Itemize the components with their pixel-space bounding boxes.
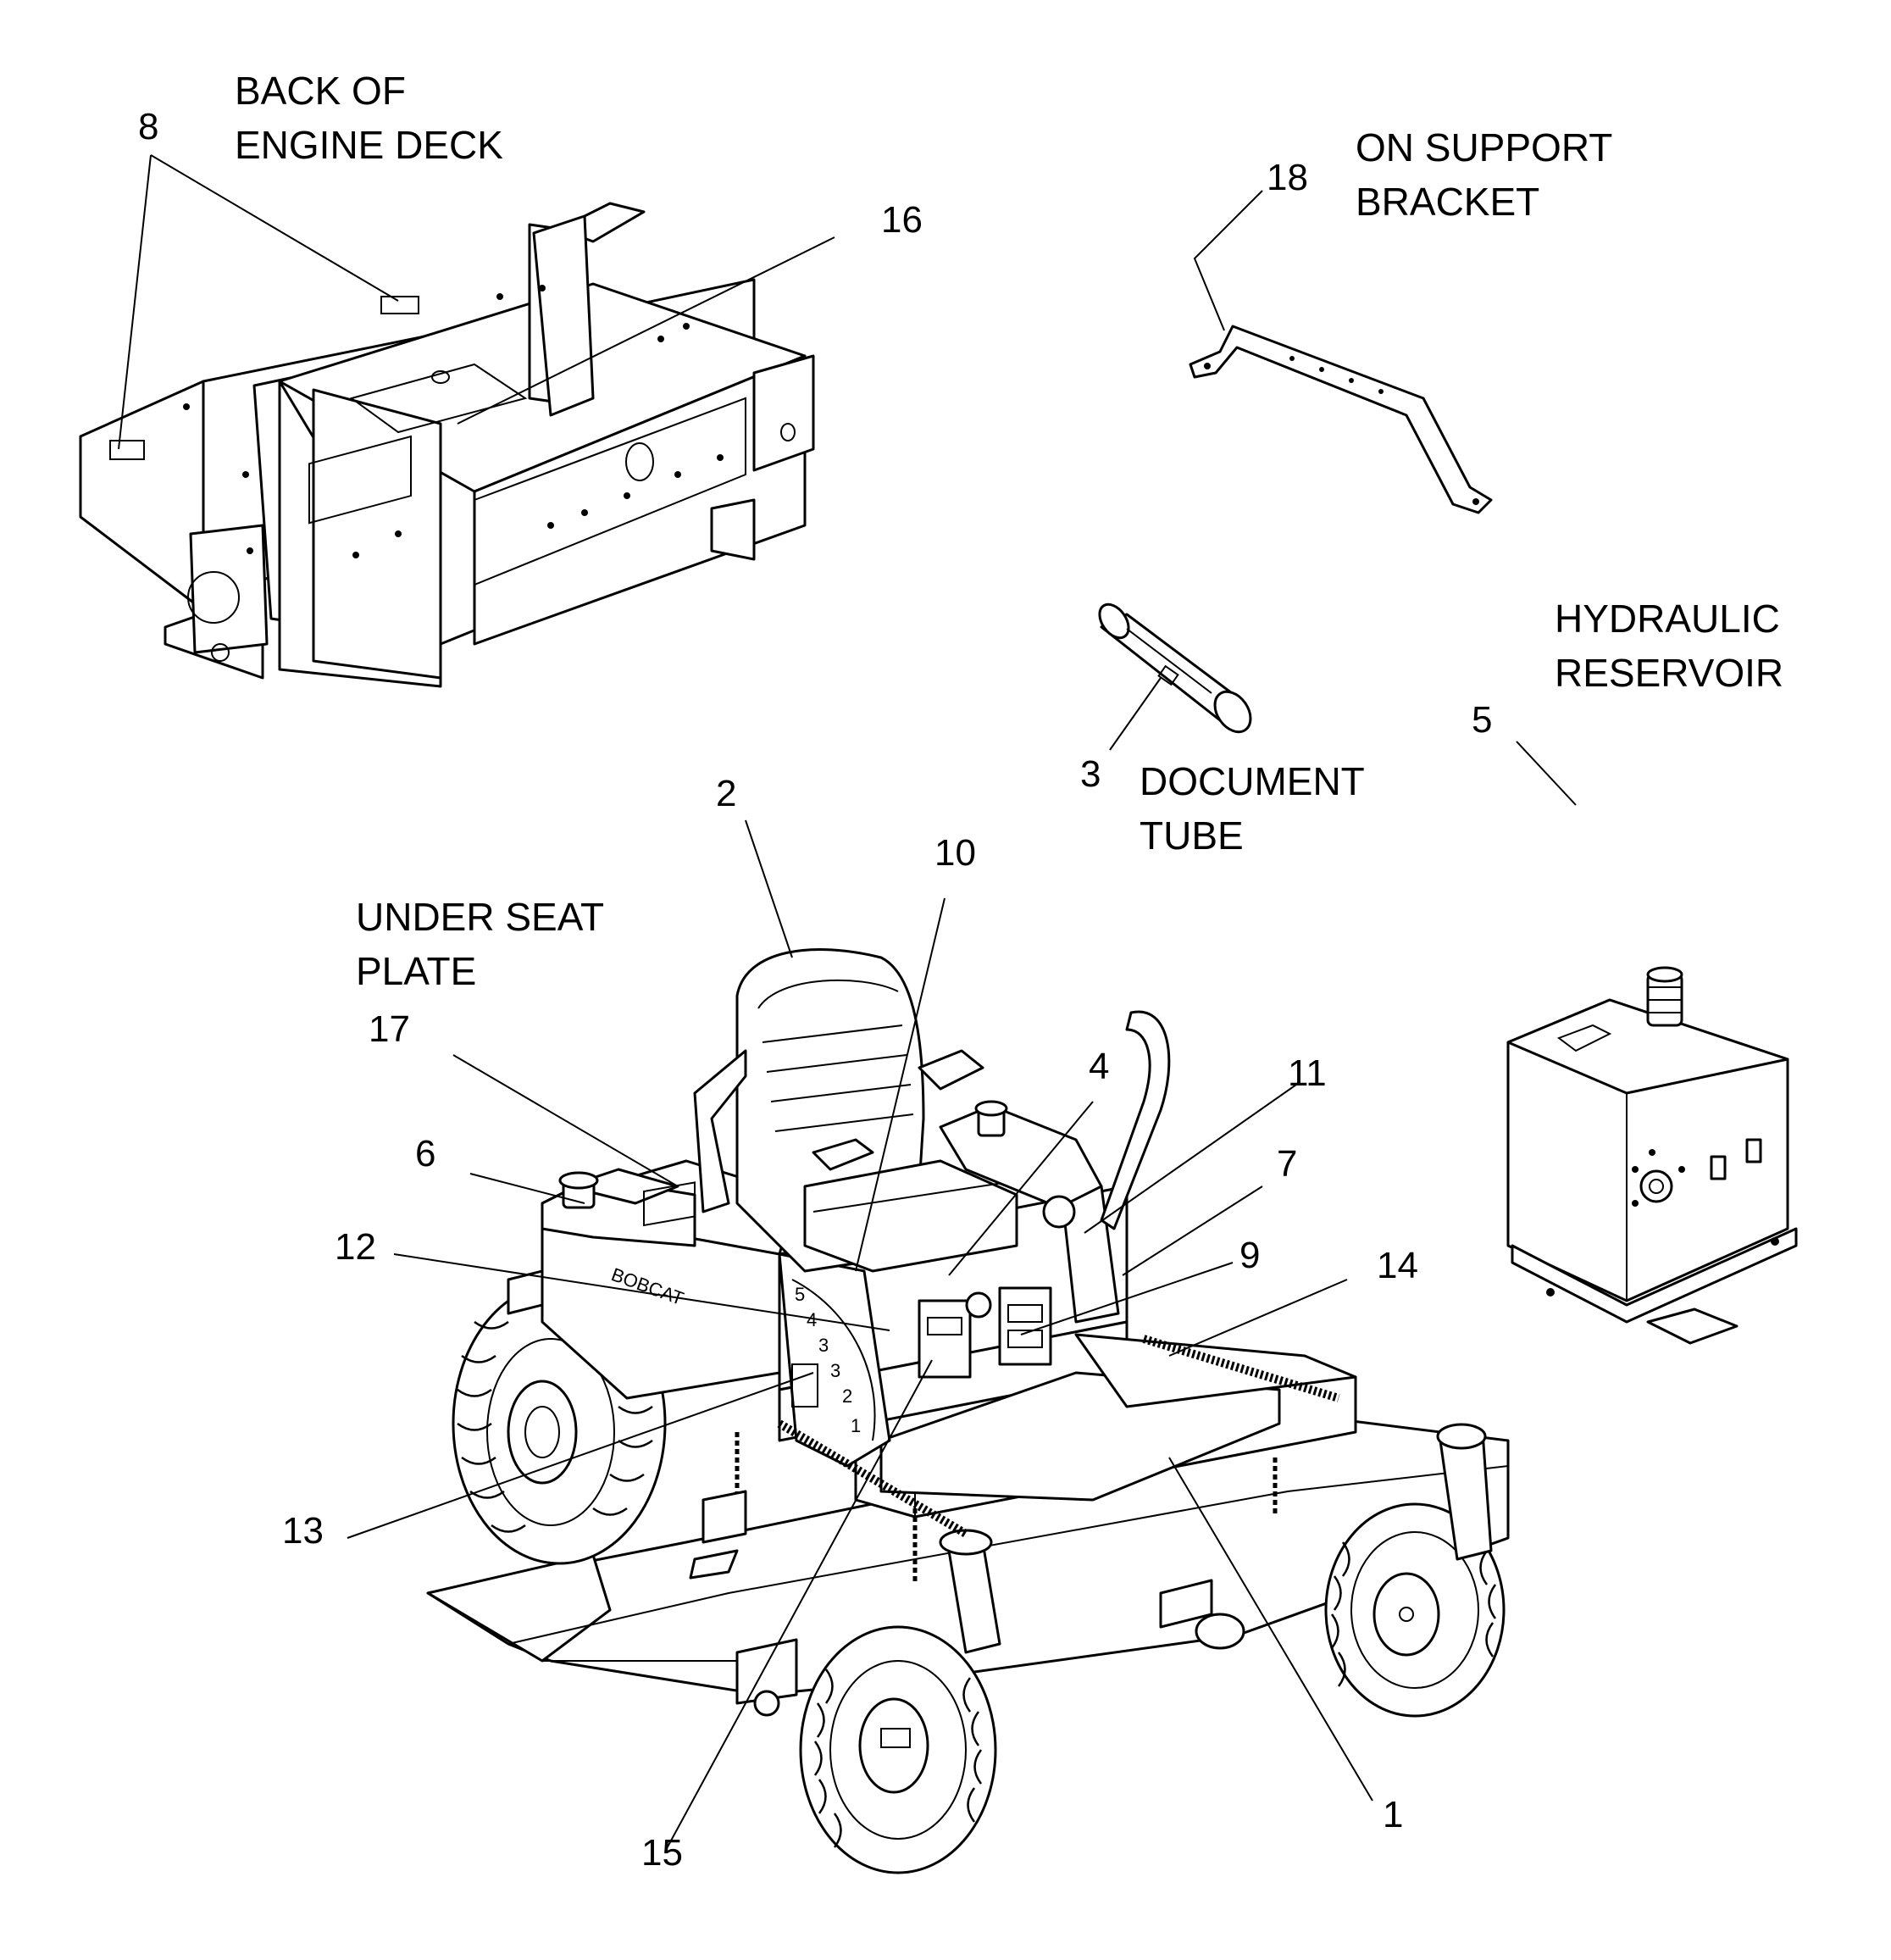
label-line-2: ENGINE DECK	[235, 123, 503, 168]
label-line-1: ON SUPPORT	[1356, 125, 1613, 169]
callout-8: 8	[138, 106, 159, 147]
svg-text:2: 2	[842, 1385, 852, 1407]
svg-text:1: 1	[851, 1415, 861, 1436]
label-line-1: HYDRAULIC	[1555, 597, 1780, 641]
svg-text:3: 3	[818, 1335, 829, 1356]
hydraulic-reservoir	[1506, 966, 1798, 1345]
callout-13: 13	[282, 1510, 324, 1552]
callout-2: 2	[716, 773, 737, 814]
svg-text:4: 4	[807, 1309, 817, 1330]
support-bracket	[1189, 325, 1493, 514]
callout-16: 16	[881, 199, 923, 241]
svg-text:3: 3	[830, 1360, 840, 1381]
callout-11: 11	[1288, 1052, 1327, 1094]
callout-18: 18	[1267, 157, 1308, 198]
document-tube	[1098, 602, 1252, 734]
callout-7: 7	[1277, 1143, 1298, 1185]
label-line-2: RESERVOIR	[1555, 651, 1784, 696]
callout-5: 5	[1472, 699, 1493, 741]
callout-15: 15	[641, 1832, 683, 1874]
leader-lines	[118, 154, 1577, 1852]
callout-9: 9	[1239, 1235, 1261, 1276]
label-line-1: UNDER SEAT	[356, 895, 605, 939]
svg-text:5: 5	[795, 1284, 805, 1305]
callout-3: 3	[1080, 753, 1101, 795]
callout-10: 10	[934, 832, 976, 874]
label-line-1: BACK OF	[235, 69, 406, 113]
callout-14: 14	[1377, 1245, 1418, 1286]
label-document-tube: DOCUMENT TUBE	[1140, 754, 1365, 863]
callout-17: 17	[369, 1008, 410, 1050]
callout-6: 6	[415, 1133, 436, 1174]
label-under-seat-plate: UNDER SEAT PLATE	[356, 890, 604, 999]
label-on-support-bracket: ON SUPPORT BRACKET	[1356, 120, 1612, 230]
label-line-2: PLATE	[356, 949, 477, 994]
label-line-1: DOCUMENT	[1140, 759, 1365, 803]
callout-12: 12	[335, 1226, 376, 1268]
callout-1: 1	[1383, 1794, 1404, 1835]
zero-turn-mower: 543 321	[426, 948, 1510, 1874]
callout-4: 4	[1089, 1046, 1110, 1087]
label-line-2: TUBE	[1140, 813, 1244, 858]
label-back-of-engine-deck: BACK OF ENGINE DECK	[235, 64, 503, 173]
label-line-2: BRACKET	[1356, 180, 1540, 225]
label-hydraulic-reservoir: HYDRAULIC RESERVOIR	[1555, 591, 1783, 701]
engine-deck-frame	[79, 202, 815, 688]
